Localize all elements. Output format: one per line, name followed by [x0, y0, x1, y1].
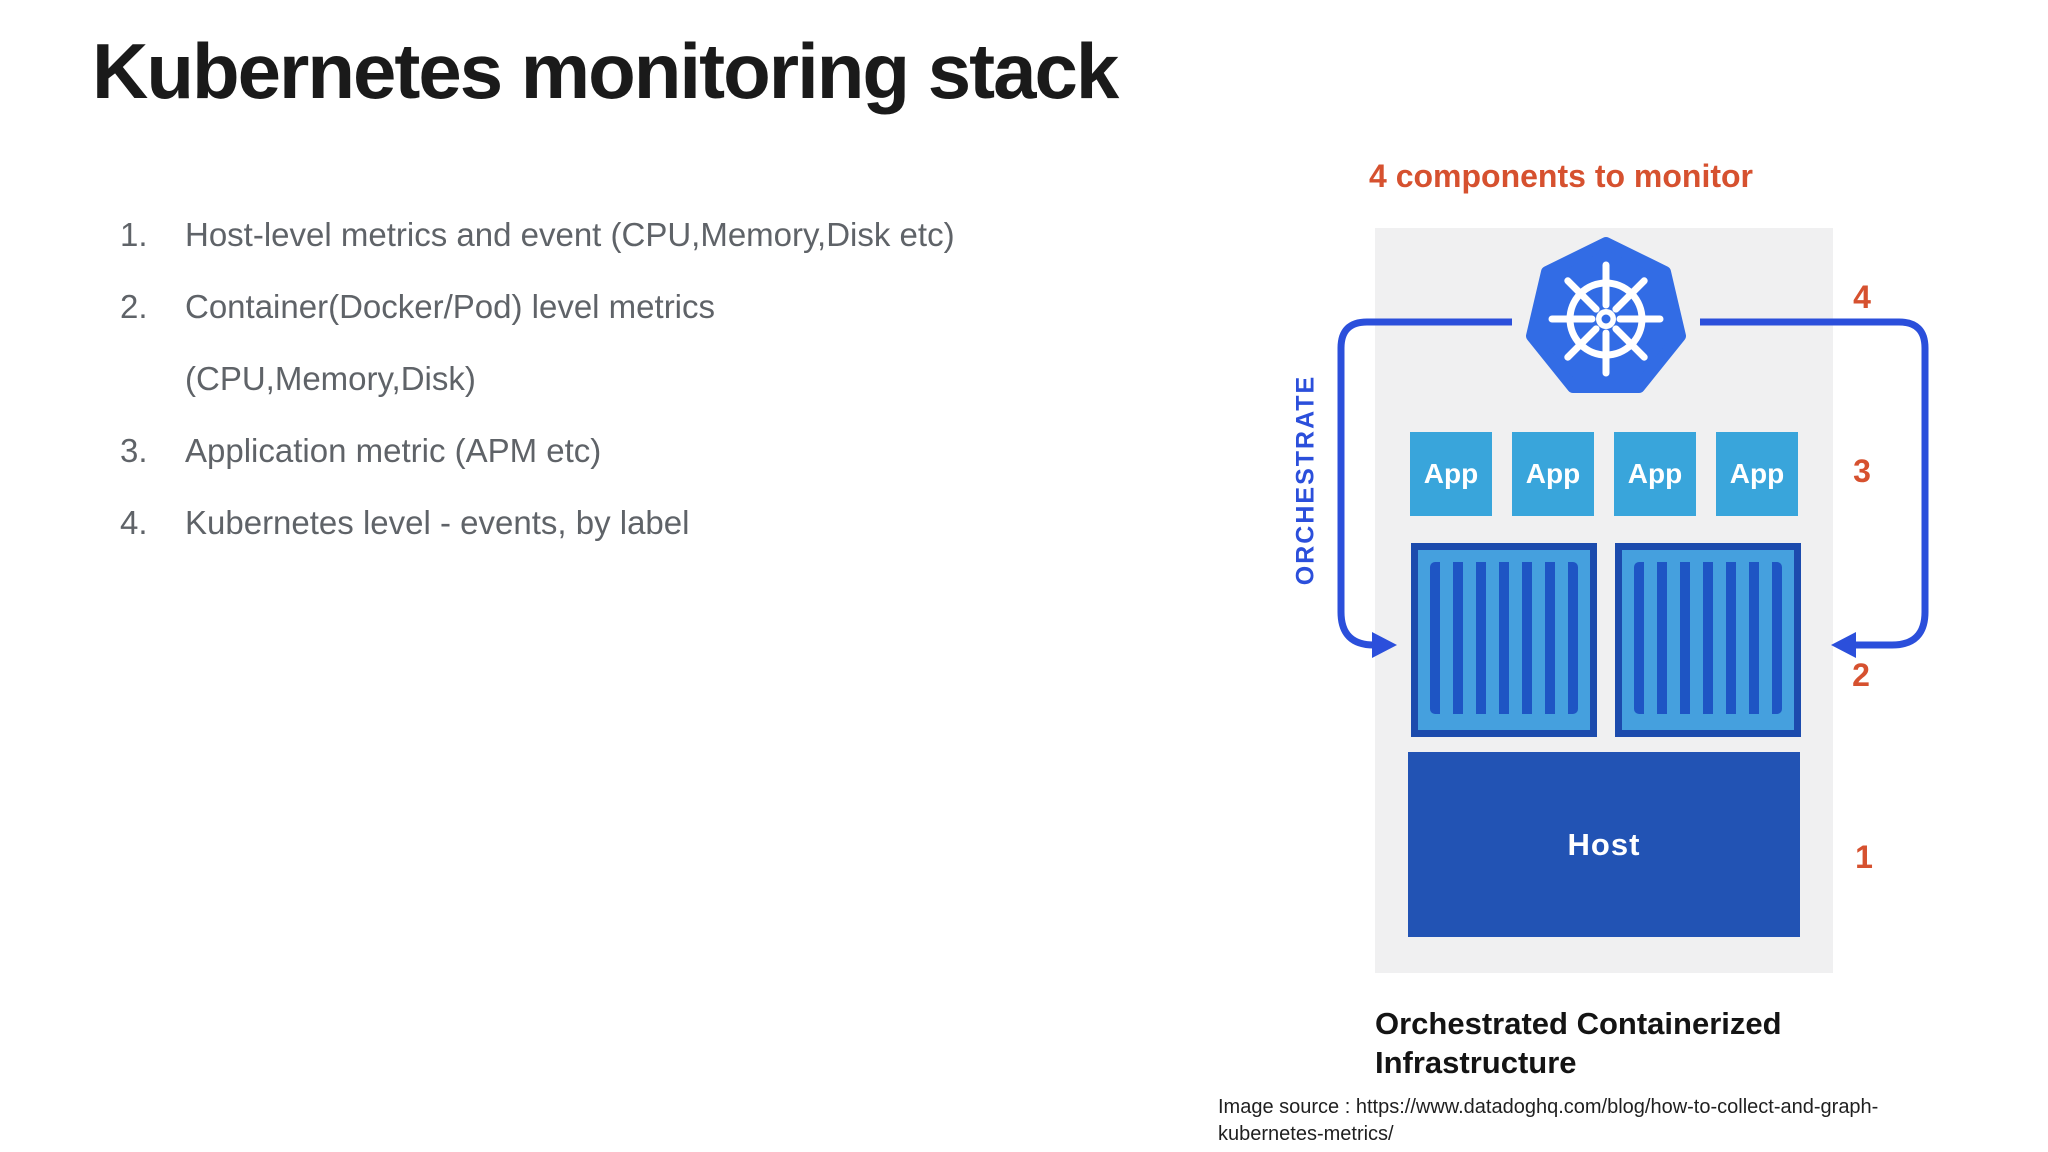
- level-number-applications: 3: [1853, 452, 1871, 489]
- host-box: Host: [1408, 752, 1800, 937]
- list-item-number: 1.: [120, 216, 148, 253]
- list-item-number: 3.: [120, 432, 148, 469]
- image-source-line: Image source : https://www.datadoghq.com…: [1218, 1096, 1879, 1118]
- list-item-text: (CPU,Memory,Disk): [185, 360, 476, 397]
- app-row: App App App App: [1410, 432, 1798, 516]
- slide-title: Kubernetes monitoring stack: [92, 27, 1119, 115]
- list-item: 1. Host-level metrics and event (CPU,Mem…: [120, 199, 955, 271]
- orchestrate-label: ORCHESTRATE: [1291, 374, 1320, 586]
- diagram-heading: 4 components to monitor: [1369, 158, 1753, 194]
- app-box: App: [1614, 432, 1696, 516]
- diagram-caption: Orchestrated Containerized Infrastructur…: [1375, 1004, 1782, 1082]
- list-item-text: Container(Docker/Pod) level metrics: [185, 288, 716, 325]
- list-item: 2. Container(Docker/Pod) level metrics (…: [120, 271, 955, 415]
- app-box: App: [1716, 432, 1798, 516]
- list-item: 4. Kubernetes level - events, by label: [120, 487, 955, 559]
- container-box: [1615, 543, 1801, 737]
- app-box: App: [1512, 432, 1594, 516]
- list-item-text: Host-level metrics and event (CPU,Memory…: [185, 216, 955, 253]
- container-stripes: [1430, 562, 1578, 714]
- diagram-caption-line: Orchestrated Containerized: [1375, 1006, 1782, 1041]
- level-number-kubernetes: 4: [1853, 278, 1871, 315]
- image-source-line: kubernetes-metrics/: [1218, 1123, 1394, 1145]
- list-item-text: Kubernetes level - events, by label: [185, 504, 690, 541]
- app-box: App: [1410, 432, 1492, 516]
- diagram-caption-line: Infrastructure: [1375, 1045, 1577, 1080]
- list-item: 3. Application metric (APM etc): [120, 415, 955, 487]
- list-item-text: Application metric (APM etc): [185, 432, 602, 469]
- list-item-number: 2.: [120, 288, 148, 325]
- container-stripes: [1634, 562, 1782, 714]
- image-source: Image source : https://www.datadoghq.com…: [1218, 1094, 1878, 1148]
- container-row: [1411, 543, 1801, 737]
- container-box: [1411, 543, 1597, 737]
- level-number-host: 1: [1855, 838, 1873, 875]
- level-number-containers: 2: [1852, 656, 1870, 693]
- numbered-list: 1. Host-level metrics and event (CPU,Mem…: [120, 199, 955, 559]
- list-item-number: 4.: [120, 504, 148, 541]
